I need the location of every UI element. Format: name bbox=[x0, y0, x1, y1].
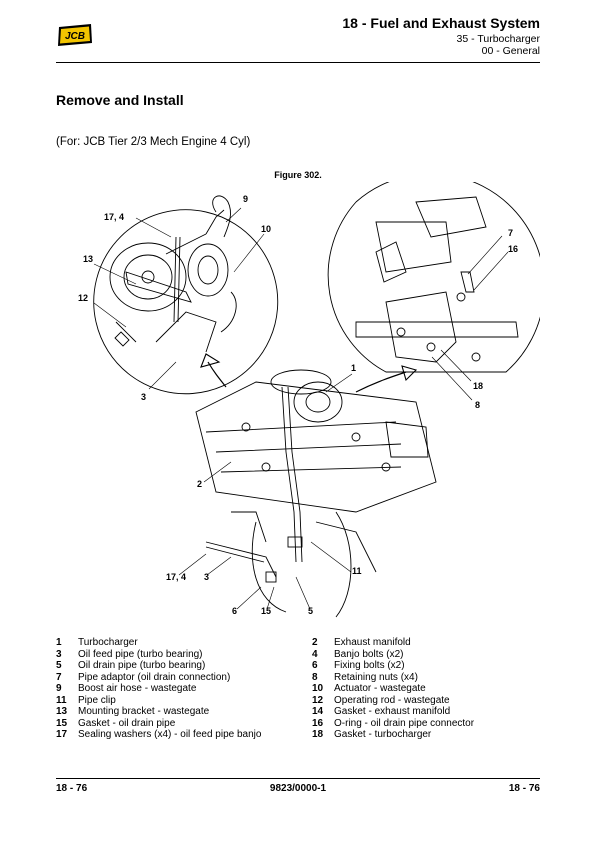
legend-number: 18 bbox=[312, 729, 324, 740]
callout-leaders bbox=[93, 207, 509, 610]
legend-number: 5 bbox=[56, 660, 62, 671]
callout-1: 1 bbox=[351, 363, 356, 373]
subsection-title: 35 - Turbocharger bbox=[456, 33, 540, 45]
legend-item: 12 Operating rod - wastegate bbox=[312, 695, 542, 707]
figure-caption: Figure 302. bbox=[274, 170, 322, 180]
legend-item: 14 Gasket - exhaust manifold bbox=[312, 706, 542, 718]
legend-number: 2 bbox=[312, 637, 318, 648]
header-rule bbox=[56, 62, 540, 63]
section-title: Remove and Install bbox=[56, 92, 184, 108]
legend-item: 11 Pipe clip bbox=[56, 695, 286, 707]
legend-item: 18 Gasket - turbocharger bbox=[312, 729, 542, 741]
callout-5: 5 bbox=[308, 606, 313, 616]
turbocharger-figure: 9 17, 4 10 13 12 3 7 16 1 18 8 2 17, 4 3… bbox=[56, 182, 540, 622]
legend-label: Oil drain pipe (turbo bearing) bbox=[78, 660, 206, 671]
footer-rule bbox=[56, 778, 540, 779]
legend-number: 10 bbox=[312, 683, 324, 694]
legend-item: 3 Oil feed pipe (turbo bearing) bbox=[56, 649, 286, 661]
legend-number: 8 bbox=[312, 671, 318, 683]
legend-label: Pipe clip bbox=[78, 694, 116, 706]
legend-item: 9 Boost air hose - wastegate bbox=[56, 683, 286, 695]
callout-17-4-top: 17, 4 bbox=[104, 212, 124, 222]
legend-item: 6 Fixing bolts (x2) bbox=[312, 660, 542, 672]
legend-number: 6 bbox=[312, 660, 318, 671]
legend-label: Boost air hose - wastegate bbox=[78, 683, 197, 694]
legend-number: 4 bbox=[312, 648, 318, 660]
document-number: 9823/0000-1 bbox=[269, 783, 327, 794]
legend-label: Gasket - exhaust manifold bbox=[334, 706, 451, 717]
legend-item: 10 Actuator - wastegate bbox=[312, 683, 542, 695]
legend-item: 8 Retaining nuts (x4) bbox=[312, 672, 542, 684]
callout-11: 11 bbox=[352, 566, 362, 576]
legend-item: 2 Exhaust manifold bbox=[312, 637, 542, 649]
callout-6: 6 bbox=[232, 606, 237, 616]
legend-right-column: 2 Exhaust manifold 4 Banjo bolts (x2) 6 Fix… bbox=[312, 637, 542, 741]
legend-label: Exhaust manifold bbox=[334, 637, 411, 648]
callout-9: 9 bbox=[243, 194, 248, 204]
page-number-right: 18 - 76 bbox=[508, 783, 540, 794]
left-detail-view bbox=[93, 195, 279, 395]
right-detail-view bbox=[327, 182, 540, 373]
legend-number: 12 bbox=[312, 694, 324, 706]
logo-text: JCB bbox=[65, 31, 85, 42]
legend-number: 16 bbox=[312, 717, 324, 729]
legend-number: 17 bbox=[56, 729, 68, 740]
callout-17-4-bottom: 17, 4 bbox=[166, 572, 186, 582]
legend-number: 9 bbox=[56, 683, 62, 694]
turbocharger-illustration: 9 17, 4 10 13 12 3 7 16 1 18 8 2 17, 4 3… bbox=[78, 182, 540, 618]
callout-16: 16 bbox=[508, 244, 518, 254]
legend-label: Banjo bolts (x2) bbox=[334, 648, 404, 660]
legend-label: Retaining nuts (x4) bbox=[334, 671, 418, 683]
callout-18: 18 bbox=[473, 381, 483, 391]
subsubsection-title: 00 - General bbox=[481, 45, 540, 57]
legend-number: 15 bbox=[56, 717, 68, 729]
callout-7: 7 bbox=[508, 228, 513, 238]
legend-left-column: 1 Turbocharger 3 Oil feed pipe (turbo bear… bbox=[56, 637, 286, 741]
callout-12: 12 bbox=[78, 293, 88, 303]
legend-label: Turbocharger bbox=[78, 637, 138, 648]
legend-item: 13 Mounting bracket - wastegate bbox=[56, 706, 286, 718]
callout-3-bottom: 3 bbox=[204, 572, 209, 582]
legend-label: Oil feed pipe (turbo bearing) bbox=[78, 648, 203, 660]
legend-item: 4 Banjo bolts (x2) bbox=[312, 649, 542, 661]
legend-item: 15 Gasket - oil drain pipe bbox=[56, 718, 286, 730]
callout-13: 13 bbox=[83, 254, 93, 264]
main-engine-view bbox=[195, 369, 437, 618]
legend-label: Operating rod - wastegate bbox=[334, 694, 450, 706]
legend-label: Gasket - oil drain pipe bbox=[78, 717, 176, 729]
callout-10: 10 bbox=[261, 224, 271, 234]
legend-item: 1 Turbocharger bbox=[56, 637, 286, 649]
callout-3-left: 3 bbox=[141, 392, 146, 402]
legend-label: Fixing bolts (x2) bbox=[334, 660, 405, 671]
legend-item: 5 Oil drain pipe (turbo bearing) bbox=[56, 660, 286, 672]
legend-label: O-ring - oil drain pipe connector bbox=[334, 717, 475, 729]
legend-number: 14 bbox=[312, 706, 324, 717]
legend-item: 7 Pipe adaptor (oil drain connection) bbox=[56, 672, 286, 684]
legend-item: 17 Sealing washers (x4) - oil feed pipe b… bbox=[56, 729, 286, 741]
chapter-title: 18 - Fuel and Exhaust System bbox=[342, 15, 540, 31]
page-number-left: 18 - 76 bbox=[56, 783, 88, 794]
legend-number: 1 bbox=[56, 637, 62, 648]
legend-label: Mounting bracket - wastegate bbox=[78, 706, 210, 717]
callout-8: 8 bbox=[475, 400, 480, 410]
legend-number: 11 bbox=[56, 694, 67, 706]
legend-label: Sealing washers (x4) - oil feed pipe ban… bbox=[78, 729, 262, 740]
jcb-logo: JCB bbox=[58, 24, 92, 46]
legend-number: 13 bbox=[56, 706, 68, 717]
callout-2: 2 bbox=[197, 479, 202, 489]
callout-15: 15 bbox=[261, 606, 271, 616]
applicability-note: (For: JCB Tier 2/3 Mech Engine 4 Cyl) bbox=[56, 136, 251, 148]
legend-number: 3 bbox=[56, 648, 62, 660]
legend-label: Gasket - turbocharger bbox=[334, 729, 432, 740]
legend-label: Actuator - wastegate bbox=[334, 683, 426, 694]
legend-number: 7 bbox=[56, 671, 62, 683]
legend-item: 16 O-ring - oil drain pipe connector bbox=[312, 718, 542, 730]
legend-label: Pipe adaptor (oil drain connection) bbox=[78, 671, 231, 683]
